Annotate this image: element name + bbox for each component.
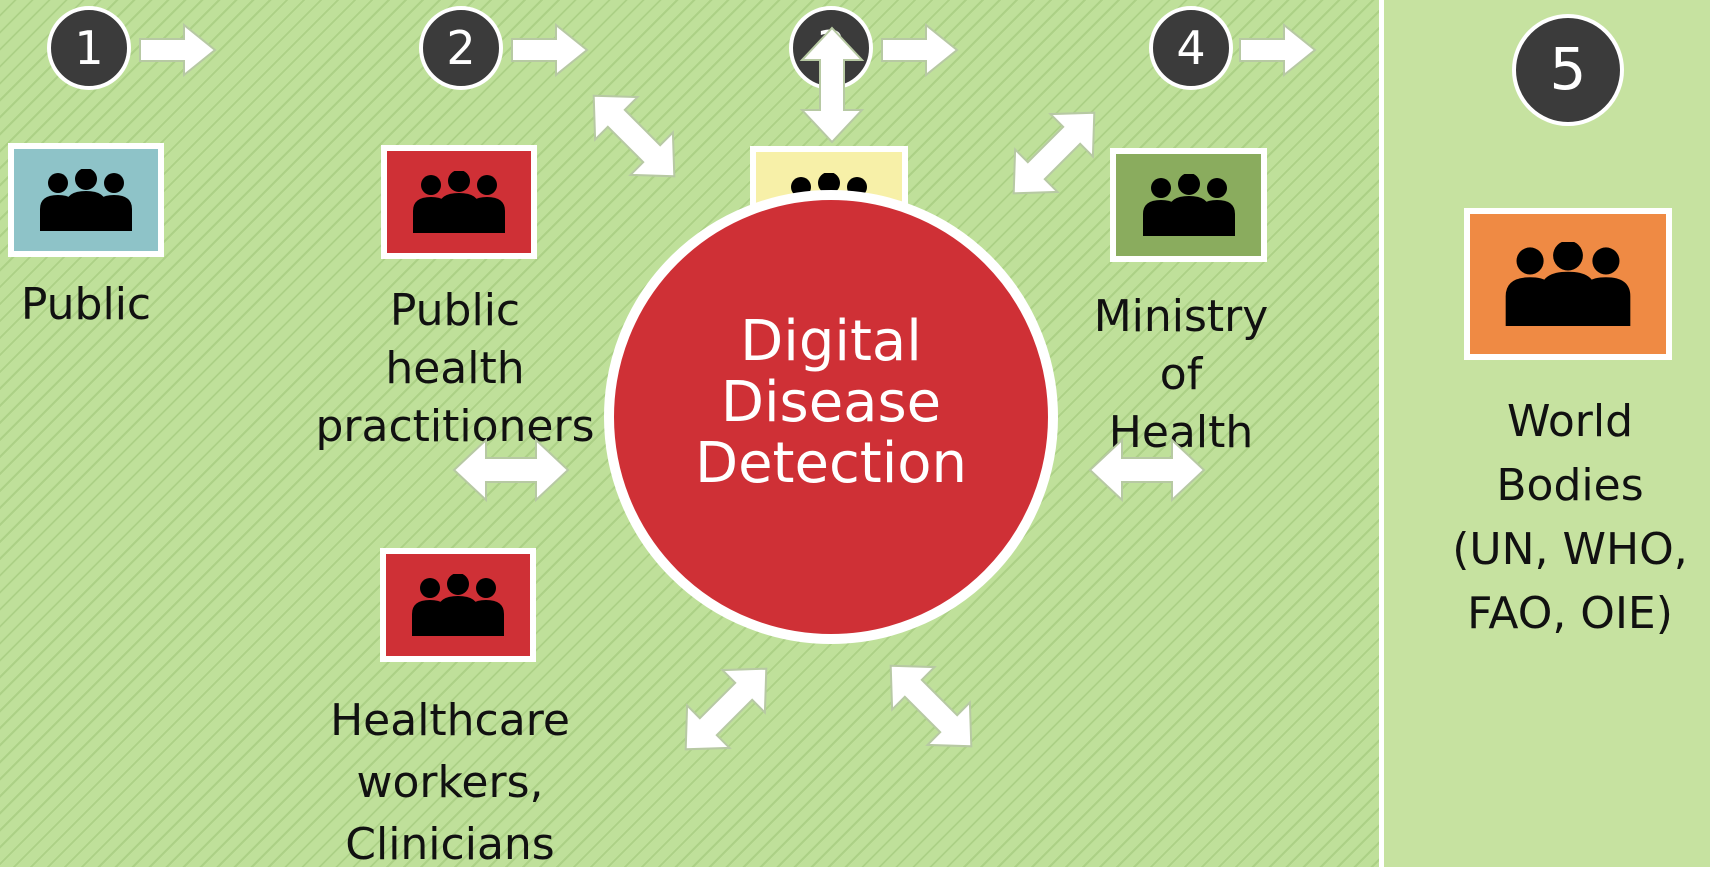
step-2-badge: 2 — [419, 6, 503, 90]
digital-disease-detection-hub: Digital Disease Detection — [604, 190, 1058, 644]
double-arrow-icon — [592, 94, 676, 178]
healthcare-workers-label: Healthcare workers, Clinicians — [330, 695, 570, 870]
world-bodies-panel — [1384, 0, 1710, 867]
people-group-icon — [1505, 242, 1631, 326]
ministry-of-health-label: Ministry of Health — [1093, 291, 1269, 458]
step-1-number: 1 — [74, 21, 104, 75]
people-group-icon — [40, 169, 132, 231]
double-arrow-icon — [799, 26, 865, 144]
double-arrow-icon — [452, 437, 570, 503]
world-bodies-card — [1464, 208, 1672, 360]
step-4-number: 4 — [1176, 21, 1206, 75]
hub-label: Digital Disease Detection — [694, 308, 968, 496]
step-2-number: 2 — [446, 21, 476, 75]
step-4-badge: 4 — [1149, 6, 1233, 90]
people-group-icon — [1142, 174, 1235, 236]
people-group-icon — [412, 574, 504, 636]
people-group-icon — [413, 171, 505, 233]
public-group-card — [8, 143, 164, 257]
ministry-of-health-card — [1110, 148, 1267, 262]
double-arrow-icon — [1012, 111, 1096, 195]
right-arrow-icon — [511, 22, 589, 78]
public-health-practitioners-label: Public health practitioners — [315, 285, 595, 452]
double-arrow-icon — [684, 667, 768, 751]
world-bodies-label: World Bodies (UN, WHO, FAO, OIE) — [1452, 396, 1688, 639]
right-arrow-icon — [1239, 22, 1317, 78]
step-5-number: 5 — [1549, 35, 1587, 103]
step-1-badge: 1 — [47, 6, 131, 90]
right-arrow-icon — [881, 22, 959, 78]
right-arrow-icon — [139, 22, 217, 78]
healthcare-workers-card — [380, 548, 536, 662]
step-5-badge: 5 — [1512, 14, 1624, 126]
public-label: Public — [20, 279, 152, 330]
public-health-practitioners-card — [381, 145, 537, 259]
panel-divider — [1379, 0, 1384, 867]
double-arrow-icon — [1088, 437, 1206, 503]
double-arrow-icon — [889, 664, 973, 748]
